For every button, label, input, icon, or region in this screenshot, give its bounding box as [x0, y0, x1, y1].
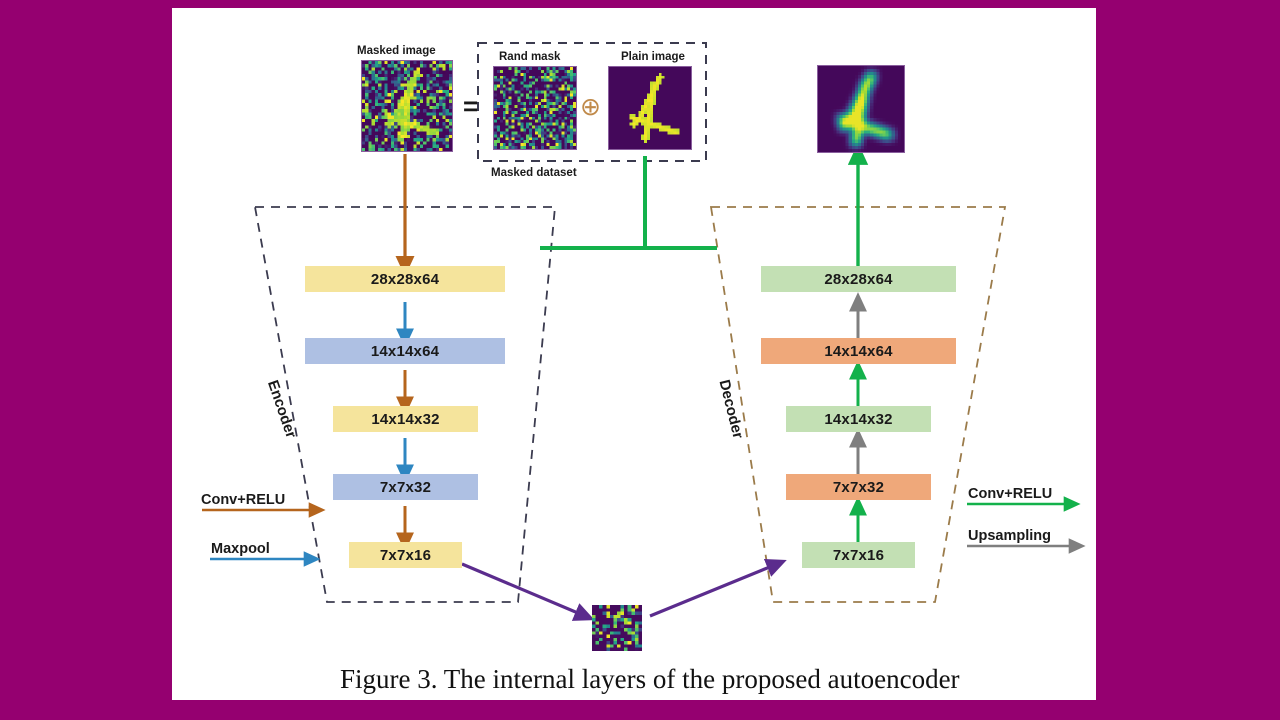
- reconstructed-image-thumbnail: [817, 65, 905, 153]
- diagram-vector-layer: [202, 42, 1086, 621]
- legend-right-conv-label: Conv+RELU: [968, 486, 1053, 502]
- rand-mask-label: Rand mask: [499, 51, 561, 63]
- plain-image-label: Plain image: [621, 51, 685, 63]
- encoder-layer-1: 28x28x64: [305, 266, 505, 292]
- encoder-trapezoid: [253, 206, 556, 603]
- decoder-layer-3: 14x14x32: [786, 406, 931, 432]
- oplus-icon: ⊕: [580, 93, 601, 121]
- masked-dataset-dashed-box: [477, 42, 707, 162]
- encoder-layer-2: 14x14x64: [305, 338, 505, 364]
- latent-arrow-in: [461, 562, 595, 621]
- masked-image-label: Masked image: [357, 45, 436, 57]
- rand-mask-thumbnail: [493, 66, 577, 150]
- decoder-trapezoid: [709, 206, 1007, 603]
- decoder-layer-1: 28x28x64: [761, 266, 956, 292]
- encoder-layer-5: 7x7x16: [349, 542, 462, 568]
- legend-right-upsampling-label: Upsampling: [968, 528, 1051, 544]
- legend-left-maxpool-label: Maxpool: [211, 541, 270, 557]
- decoder-layer-2: 14x14x64: [761, 338, 956, 364]
- encoder-layer-3: 14x14x32: [333, 406, 478, 432]
- equals-sign: =: [463, 91, 479, 121]
- masked-image-thumbnail: [361, 60, 453, 152]
- encoder-layer-4: 7x7x32: [333, 474, 478, 500]
- decoder-layer-5: 7x7x16: [802, 542, 915, 568]
- plain-image-thumbnail: [608, 66, 692, 150]
- masked-dataset-label: Masked dataset: [491, 167, 577, 179]
- latent-code-thumbnail: [592, 605, 642, 651]
- legend-left-conv-label: Conv+RELU: [201, 492, 286, 508]
- latent-arrow-out: [649, 558, 787, 618]
- figure-page: Masked image = Rand mask ⊕ Plain image M…: [172, 8, 1096, 700]
- decoder-layer-4: 7x7x32: [786, 474, 931, 500]
- figure-caption: Figure 3. The internal layers of the pro…: [340, 664, 960, 694]
